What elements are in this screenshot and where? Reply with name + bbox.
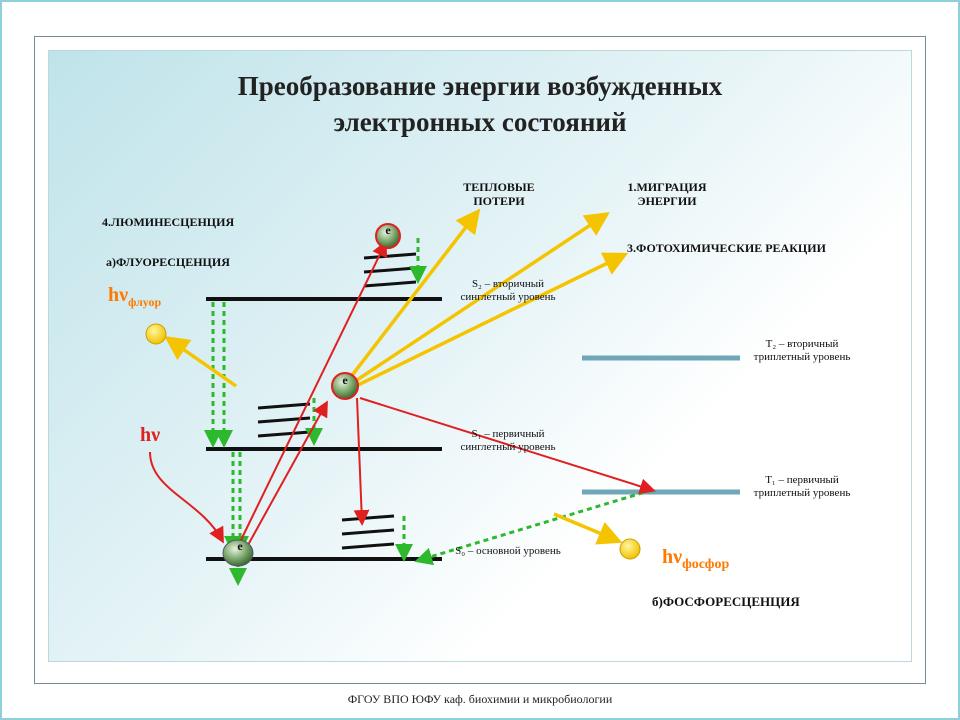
fluorescence-label: а)ФЛУОРЕСЦЕНЦИЯ	[106, 255, 230, 269]
electron-s2-label: e	[385, 223, 391, 237]
luminescence-label: 4.ЛЮМИНЕСЦЕНЦИЯ	[102, 215, 235, 229]
fluorescence-photon	[145, 323, 167, 345]
hv-fluorescence-base: hν	[108, 284, 129, 306]
slide-title: Преобразование энергии возбужденных элек…	[130, 68, 830, 140]
title-line-2: электронных состояний	[333, 107, 627, 137]
hv-phosphorescence-sub: фосфор	[682, 557, 730, 572]
s1-sublevels	[257, 402, 311, 438]
s0-sublevels	[341, 514, 395, 550]
electron-s1: e	[331, 372, 359, 400]
hv-fluorescence-label: hνфлуор	[108, 284, 161, 310]
hv-excitation-label: hν	[140, 424, 161, 446]
electron-s0-label: e	[237, 539, 243, 553]
t2-level-label: T₂ – вторичный триплетный уровень	[753, 338, 851, 363]
energy-transfer-arrows	[164, 208, 629, 545]
energy-migration-label: 1.МИГРАЦИЯ ЭНЕРГИИ	[627, 180, 707, 208]
phosphorescence-photon	[619, 538, 641, 560]
t1-level-label: T₁ – первичный триплетный уровень	[753, 474, 851, 499]
electron-s2: e	[375, 223, 401, 249]
footer: ФГОУ ВПО ЮФУ каф. биохимии и микробиолог…	[347, 692, 613, 706]
hv-fluorescence-sub: флуор	[128, 295, 162, 309]
hv-phosphorescence-label: hνфосфор	[662, 546, 729, 573]
s1-level-label: S₁ – первичный синглетный уровень	[460, 428, 556, 453]
relaxation-arrows	[204, 238, 653, 586]
electron-s1-label: e	[342, 373, 348, 387]
s0-level-label: S₀ – основной уровень	[455, 545, 561, 557]
electron-s0: e	[222, 539, 254, 567]
s2-level-label: S₂ – вторичный синглетный уровень	[460, 278, 556, 303]
thermal-losses-label: ТЕПЛОВЫЕ ПОТЕРИ	[463, 180, 535, 208]
hv-phosphorescence-base: hν	[662, 546, 683, 568]
excitation-arrows	[149, 240, 656, 546]
photochemical-reactions-label: 3.ФОТОХИМИЧЕСКИЕ РЕАКЦИИ	[627, 241, 826, 255]
phosphorescence-label: б)ФОСФОРЕСЦЕНЦИЯ	[652, 594, 800, 609]
title-line-1: Преобразование энергии возбужденных	[237, 71, 723, 101]
